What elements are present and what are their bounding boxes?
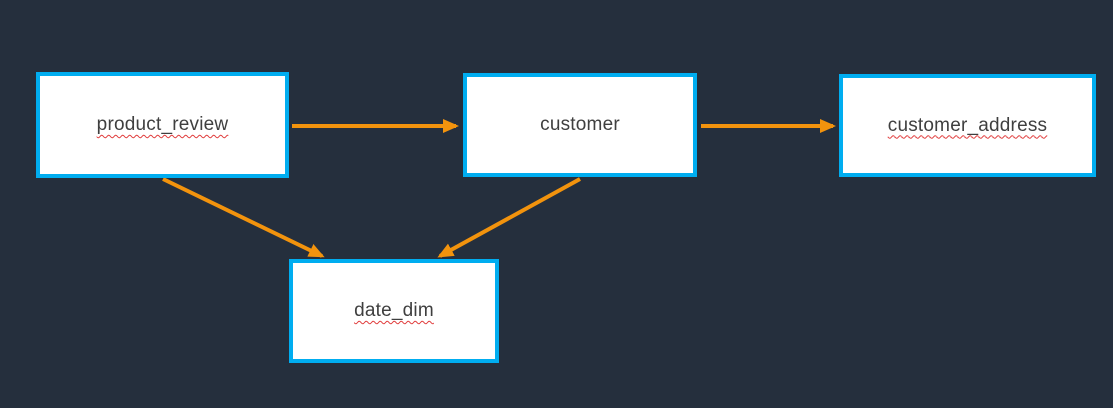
node-label-customer: customer [540, 114, 620, 135]
edge-product-review-to-date-dim [162, 177, 325, 258]
node-date-dim[interactable]: date_dim [289, 259, 499, 363]
node-label-date-dim: date_dim [354, 300, 434, 321]
node-label-product-review: product_review [96, 114, 229, 135]
node-customer-address[interactable]: customer_address [839, 74, 1096, 177]
node-customer[interactable]: customer [463, 73, 697, 177]
edge-customer-to-date-dim [437, 177, 581, 258]
node-product-review[interactable]: product_review [36, 72, 289, 178]
node-label-customer-address: customer_address [887, 114, 1048, 136]
